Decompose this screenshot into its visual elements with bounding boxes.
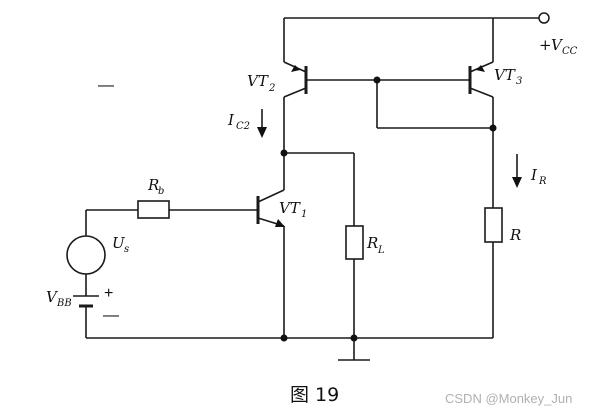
current-arrow-ir bbox=[512, 154, 522, 188]
wires bbox=[85, 17, 539, 360]
junction-dot bbox=[350, 334, 358, 342]
r-label: R bbox=[509, 226, 521, 244]
battery-plus-label: + bbox=[104, 285, 113, 302]
rb-label: Rb bbox=[147, 176, 164, 197]
rl-label: RL bbox=[366, 234, 385, 256]
junction-dot bbox=[373, 76, 381, 84]
battery-minus-label: — bbox=[103, 307, 119, 324]
resistor-rl bbox=[345, 225, 364, 260]
resistor-r bbox=[484, 207, 503, 243]
watermark: CSDN @Monkey_Jun bbox=[445, 391, 572, 406]
emitter-arrow-icon bbox=[476, 65, 485, 72]
vt3-label: VT3 bbox=[494, 66, 522, 87]
vcc-label: +VCC bbox=[539, 36, 578, 57]
current-arrow-ic2 bbox=[257, 109, 267, 138]
junction-dot bbox=[280, 334, 288, 342]
emitter-arrow-icon bbox=[275, 219, 285, 227]
transistor-vt1 bbox=[256, 189, 285, 227]
arrow-down-icon bbox=[512, 177, 522, 188]
vbb-label: VBB bbox=[46, 288, 72, 309]
us-label: Us bbox=[112, 234, 129, 255]
transistor-vt3 bbox=[468, 61, 494, 98]
junction-dot bbox=[280, 149, 288, 157]
battery-vbb bbox=[73, 295, 99, 308]
junction-dot bbox=[489, 124, 497, 132]
arrow-down-icon bbox=[257, 127, 267, 138]
figure-caption: 图 19 bbox=[290, 384, 339, 406]
vcc-terminal bbox=[538, 12, 550, 24]
vt1-label: VT1 bbox=[279, 199, 307, 220]
resistor-rb bbox=[137, 200, 170, 219]
junctions bbox=[280, 76, 497, 342]
emitter-arrow-icon bbox=[291, 65, 300, 72]
stray-dash: — bbox=[98, 77, 114, 94]
ac-source-us bbox=[66, 235, 106, 275]
transistor-vt2 bbox=[283, 61, 308, 98]
vt2-label: VT2 bbox=[247, 72, 275, 94]
